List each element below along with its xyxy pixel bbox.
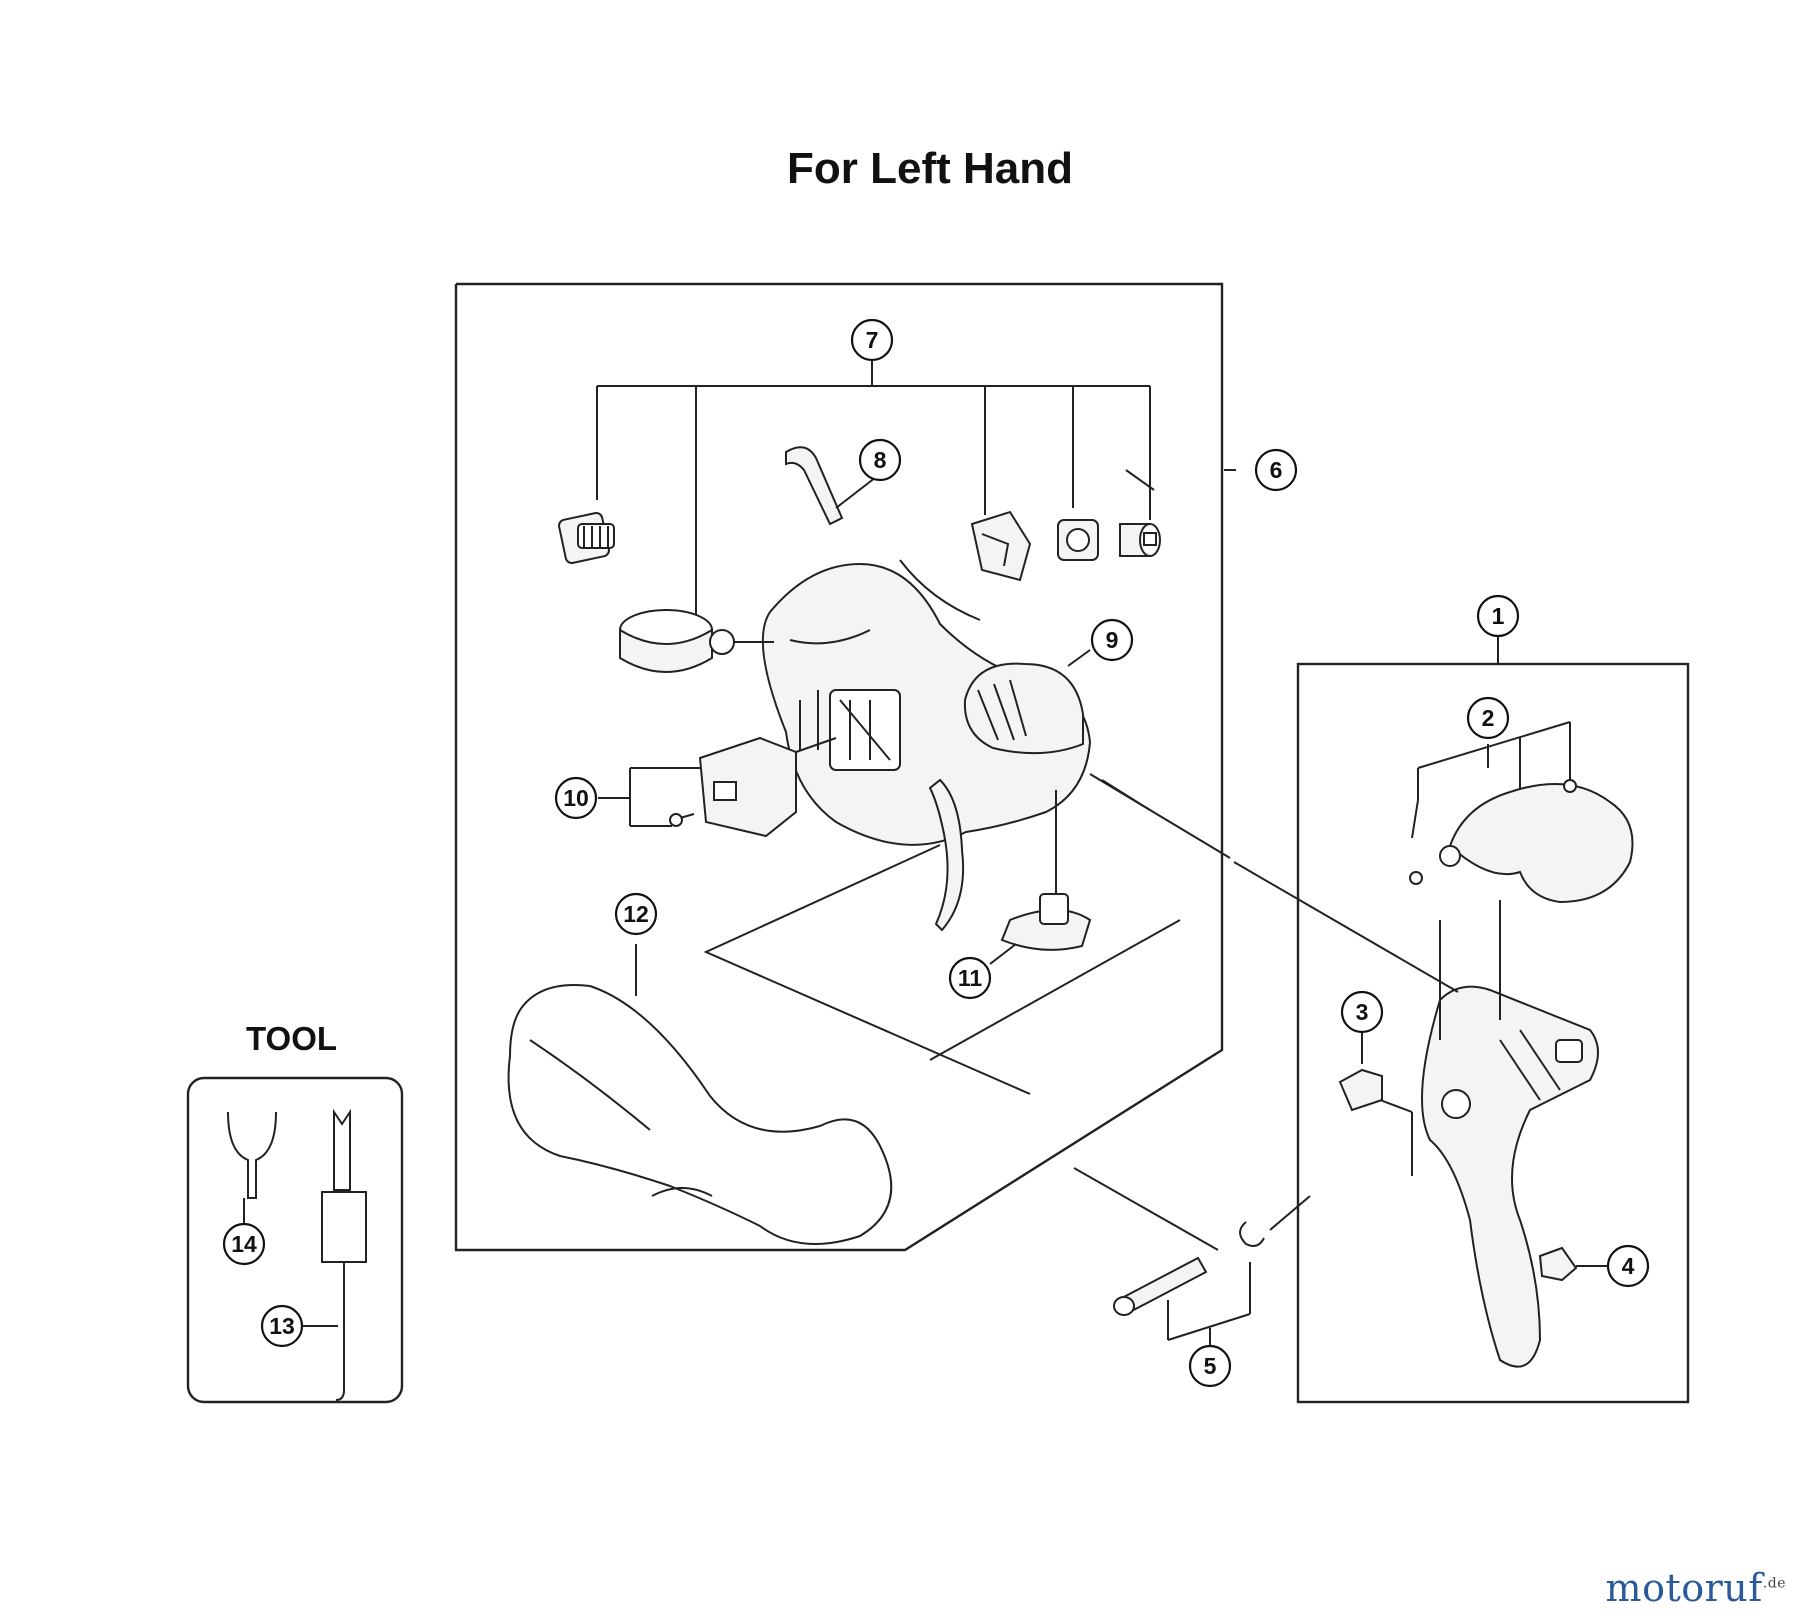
callout-label: 11	[958, 965, 983, 991]
part-6-main-body	[709, 559, 1092, 846]
part-9-cover	[963, 649, 1091, 755]
callout-label: 6	[1270, 457, 1283, 483]
callout-14: 14	[222, 1222, 266, 1266]
callout-label: 9	[1106, 627, 1119, 653]
main-assembly-frame	[454, 282, 1224, 1252]
callout-7: 7	[850, 318, 894, 362]
callout-label: 3	[1356, 999, 1369, 1025]
part-7-washer	[1057, 519, 1099, 561]
callout-10: 10	[554, 776, 598, 820]
callout-label: 7	[866, 327, 879, 353]
callout-1: 1	[1476, 594, 1520, 638]
part-5-bracket-lines	[1073, 1167, 1311, 1348]
callout-label: 10	[563, 785, 589, 811]
part-5-pin	[1113, 1256, 1208, 1316]
watermark-suffix: .de	[1762, 1575, 1786, 1592]
callout-4: 4	[1606, 1244, 1650, 1288]
part-7-bracket-lines	[596, 360, 1151, 620]
callout-8: 8	[858, 438, 902, 482]
part-2-cover	[1409, 779, 1634, 904]
callout-label: 12	[623, 901, 649, 927]
tool-section-title: TOOL	[246, 1020, 338, 1057]
callout-9: 9	[1090, 618, 1134, 662]
callout-label: 13	[269, 1313, 295, 1339]
callout-label: 5	[1204, 1353, 1217, 1379]
lever-assembly-frame	[1296, 662, 1690, 1404]
tool-14-fork	[227, 1111, 277, 1224]
part-7-wedge	[970, 510, 1032, 582]
callout-label: 1	[1492, 603, 1505, 629]
callout-6: 6	[1254, 448, 1298, 492]
tool-frame	[186, 1076, 404, 1404]
main-lever	[928, 778, 965, 932]
diagram-title: For Left Hand	[787, 144, 1073, 193]
callout-label: 8	[874, 447, 887, 473]
callout-3: 3	[1340, 990, 1384, 1034]
callout-13: 13	[260, 1304, 304, 1348]
part-8-spring	[785, 446, 844, 526]
part-5-clip	[1239, 1221, 1265, 1247]
watermark-logo: motoruf.de	[1606, 1566, 1786, 1610]
part-1-lever-body	[1421, 900, 1599, 1368]
part-3-adjuster	[1338, 1032, 1413, 1176]
part-11-pad	[989, 790, 1092, 965]
callout-12: 12	[614, 892, 658, 936]
tool-13-pick	[302, 1108, 367, 1401]
part-12-hood	[507, 944, 893, 1245]
callout-label: 14	[231, 1231, 257, 1257]
part-7-clamp-band	[619, 609, 713, 673]
part-10-bracket-lines	[598, 767, 700, 827]
watermark-text: motoruf	[1605, 1566, 1763, 1610]
callout-label: 4	[1622, 1253, 1635, 1279]
part-7-bolt	[1119, 523, 1161, 557]
part-4-cap	[1538, 1246, 1608, 1282]
callout-2: 2	[1466, 696, 1510, 740]
callout-5: 5	[1188, 1344, 1232, 1388]
part-7-screw	[558, 512, 615, 564]
part-10-plate	[669, 736, 837, 838]
part-2-bracket-lines	[1411, 721, 1571, 839]
callout-11: 11	[948, 956, 992, 1000]
assembly-plane-lines	[703, 844, 1031, 1095]
callout-label: 2	[1482, 705, 1495, 731]
